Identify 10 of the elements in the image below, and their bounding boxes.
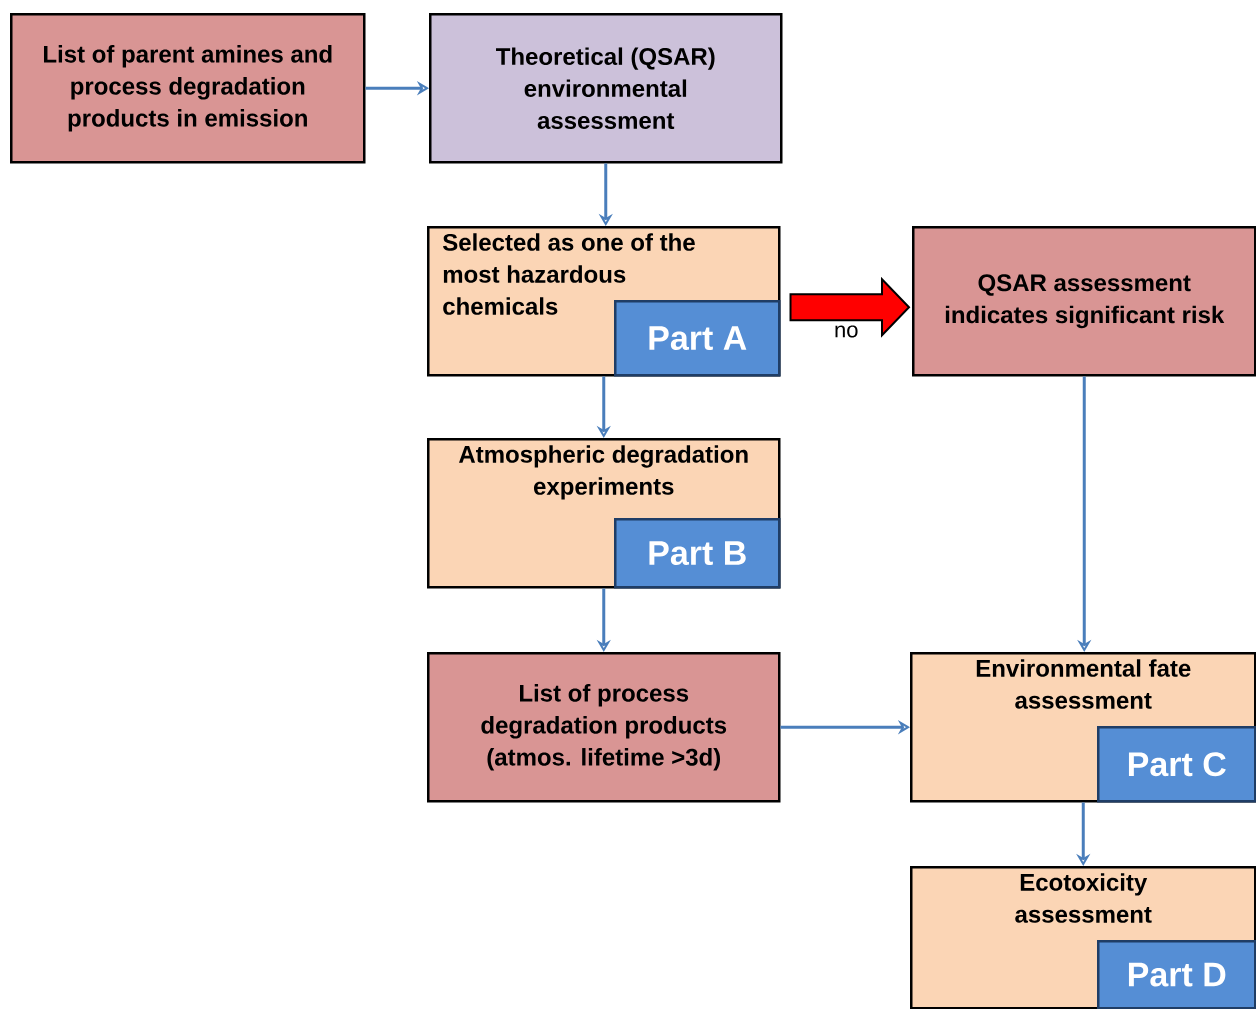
process-box: List of process degradation products (atmos. lifetime >3d)	[427, 652, 781, 803]
part-label-box: Part D	[1097, 940, 1256, 1009]
part-label-box: Part C	[1097, 726, 1256, 803]
process-box: Theoretical (QSAR) environmental assessment	[429, 13, 783, 164]
process-box: List of parent amines and process degradation products in emission	[10, 13, 366, 164]
part-label-box: Part A	[614, 300, 781, 377]
block-arrow	[789, 276, 911, 338]
process-box: QSAR assessment indicates significant risk	[912, 226, 1256, 377]
part-label-box: Part B	[614, 518, 781, 589]
edge-label: no	[835, 325, 858, 338]
